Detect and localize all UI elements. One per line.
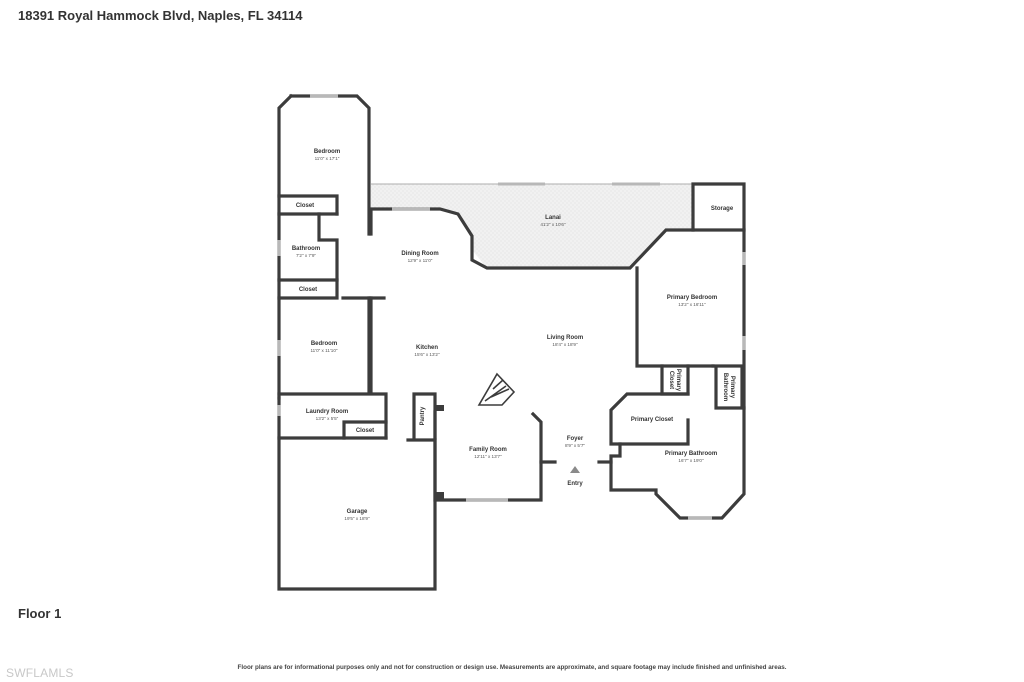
room-primary-bathroom-small: Primary Bathroom xyxy=(722,373,735,401)
room-dimensions: 13'2" x 5'5" xyxy=(316,416,339,421)
room-dimensions: 11'0" x 17'1" xyxy=(315,156,340,161)
room-dimensions: 13'2" x 16'11" xyxy=(678,302,706,307)
room-dimensions: 18'4" x 18'9" xyxy=(552,342,578,347)
room-name: Bathroom xyxy=(722,373,728,401)
room-pantry: Pantry xyxy=(420,406,426,425)
bathroom-east-wall xyxy=(317,212,339,282)
pantry-walls xyxy=(412,392,437,440)
room-name: Closet xyxy=(299,287,317,293)
room-primary-bedroom: Primary Bedroom 13'2" x 16'11" xyxy=(667,295,717,307)
room-kitchen: Kitchen 15'6" x 13'2" xyxy=(414,345,440,357)
room-primary-closet: Primary Closet xyxy=(631,417,673,423)
room-dimensions: 12'11" x 13'7" xyxy=(474,454,502,459)
room-entry: Entry xyxy=(567,481,583,487)
room-closet-laundry: Closet xyxy=(356,428,374,434)
stair-steps xyxy=(484,379,510,402)
room-dining: Dining Room 12'9" x 11'0" xyxy=(401,251,438,263)
room-dimensions: 16'7" x 19'0" xyxy=(678,458,704,463)
room-primary-closet-small: Primary Closet xyxy=(668,369,681,392)
room-name: Storage xyxy=(711,206,734,212)
room-name: Closet xyxy=(668,371,674,389)
stair xyxy=(477,372,516,406)
room-name: Bathroom xyxy=(292,246,320,252)
room-name: Laundry Room xyxy=(306,409,348,415)
pillar xyxy=(436,492,444,500)
room-name: Primary xyxy=(675,369,681,392)
room-bedroom-top: Bedroom 11'0" x 17'1" xyxy=(314,149,340,161)
lanai-floor xyxy=(371,184,693,268)
room-dimensions: 11'0" x 11'10" xyxy=(310,348,337,353)
laundry-closet-walls xyxy=(342,420,388,440)
room-dimensions: 7'2" x 7'9" xyxy=(296,253,316,258)
garage-walls xyxy=(277,396,437,591)
left-wing-west-wall xyxy=(277,93,294,400)
room-primary-bathroom: Primary Bathroom 16'7" x 19'0" xyxy=(665,451,717,463)
room-bathroom: Bathroom 7'2" x 7'9" xyxy=(292,246,320,258)
room-name: Kitchen xyxy=(416,345,438,351)
closet-mid-walls xyxy=(277,278,339,300)
room-name: Primary Closet xyxy=(631,417,673,423)
room-closet-mid: Closet xyxy=(299,287,317,293)
watermark: SWFLAMLS xyxy=(6,666,74,680)
page-title: 18391 Royal Hammock Blvd, Naples, FL 341… xyxy=(18,8,303,23)
room-dimensions: 8'9" x 5'7" xyxy=(565,443,585,448)
room-closet-top: Closet xyxy=(296,203,314,209)
primary-bedroom-west-wall xyxy=(635,266,715,368)
room-name: Dining Room xyxy=(401,251,438,257)
room-name: Living Room xyxy=(547,335,583,341)
room-laundry: Laundry Room 13'2" x 5'5" xyxy=(306,409,348,421)
room-name: Garage xyxy=(347,509,368,515)
floor-label: Floor 1 xyxy=(18,606,62,621)
room-dimensions: 41'2" x 10'6" xyxy=(540,222,566,227)
room-dimensions: 15'6" x 13'2" xyxy=(414,352,440,357)
primary-bath-walls xyxy=(609,406,746,520)
entry-arrow-icon xyxy=(570,466,580,473)
primary-bath-small-walls xyxy=(711,364,744,410)
primary-closet-walls xyxy=(609,392,690,446)
room-name: Closet xyxy=(356,428,374,434)
disclaimer: Floor plans are for informational purpos… xyxy=(237,664,787,671)
room-name: Entry xyxy=(567,481,583,487)
room-name: Primary Bedroom xyxy=(667,295,717,301)
room-name: Primary Bathroom xyxy=(665,451,717,457)
room-name: Bedroom xyxy=(314,149,340,155)
room-bedroom-mid: Bedroom 11'0" x 11'10" xyxy=(310,341,337,353)
room-name: Family Room xyxy=(469,447,507,453)
room-name: Lanai xyxy=(545,215,561,221)
primary-closet-small-walls xyxy=(660,364,690,396)
room-name: Foyer xyxy=(567,436,584,442)
room-foyer: Foyer 8'9" x 5'7" xyxy=(565,436,585,448)
room-lanai: Lanai 41'2" x 10'6" xyxy=(540,215,566,227)
foyer-walls xyxy=(530,411,557,464)
pillar xyxy=(436,405,444,411)
room-living: Living Room 18'4" x 18'9" xyxy=(547,335,583,347)
room-name: Closet xyxy=(296,203,314,209)
room-name: Primary xyxy=(729,376,735,399)
room-garage: Garage 19'5" x 18'9" xyxy=(344,509,370,521)
room-dimensions: 19'5" x 18'9" xyxy=(344,516,370,521)
bedroom-top-south-wall xyxy=(277,194,339,216)
room-name: Pantry xyxy=(420,406,426,425)
room-family: Family Room 12'11" x 13'7" xyxy=(469,447,507,459)
room-dimensions: 12'9" x 11'0" xyxy=(408,258,433,263)
room-name: Bedroom xyxy=(311,341,337,347)
room-storage: Storage xyxy=(711,206,734,212)
